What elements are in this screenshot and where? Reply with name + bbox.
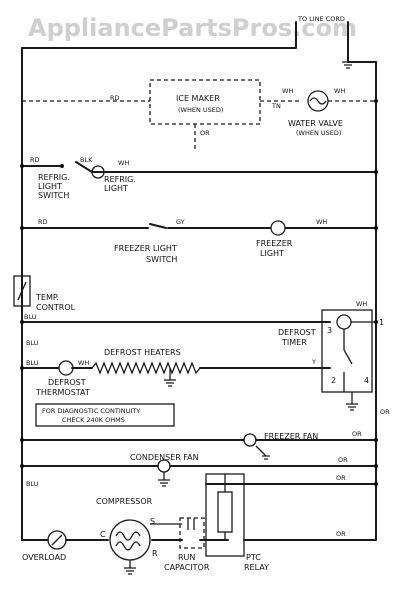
freezer-fan-ground [255, 445, 270, 460]
wire-label-gy: GY [176, 218, 185, 226]
wire-label-wh: WH [282, 87, 293, 95]
compressor-s: S [150, 517, 155, 526]
water-valve-winding [309, 97, 327, 105]
wire-label-or-cond: OR [338, 456, 348, 464]
freezer-light-l2: LIGHT [260, 249, 284, 258]
temp-control-switch [17, 281, 27, 301]
line-cord-label: TO LINE CORD [297, 15, 345, 23]
freezer-light-l1: FREEZER [256, 239, 293, 248]
defrost-timer-motor [336, 314, 352, 330]
defrost-heaters-label: DEFROST HEATERS [104, 348, 181, 357]
refrig-light-row [21, 161, 377, 173]
compressor-icon [109, 519, 151, 561]
freezer-light-row [21, 223, 377, 229]
ptc-relay-element [217, 491, 233, 533]
defrost-timer-l2: TIMER [281, 338, 307, 347]
freezer-fan-label: FREEZER FAN [264, 432, 318, 441]
ptc-relay-l1: PTC [246, 553, 261, 562]
wire-label-blu: BLU [26, 339, 39, 347]
temp-control-l2: CONTROL [36, 303, 76, 312]
defrost-thermostat-l2: THERMOSTAT [35, 388, 90, 397]
wire-label-y: Y [311, 358, 316, 366]
wire-label-blu-3: BLU [26, 359, 39, 367]
diagnostic-note-box [35, 403, 175, 427]
timer-terminal-1: 1 [379, 318, 384, 327]
run-capacitor-icon [150, 518, 195, 530]
refrig-switch-l2: LIGHT [38, 182, 62, 191]
temp-control-l1: TEMP. [35, 293, 59, 302]
freezer-fan-icon [243, 433, 257, 447]
refrig-light-l1: REFRIG. [104, 175, 136, 184]
refrig-light-bulb-icon [91, 165, 105, 179]
note-l2: CHECK 240K OHMS [62, 416, 125, 424]
water-valve-sub: (WHEN USED) [296, 129, 341, 137]
run-capacitor-l2: CAPACITOR [164, 563, 210, 572]
timer-terminal-3: 3 [327, 326, 332, 335]
defrost-timer-box [321, 309, 373, 393]
wire-label-wh-timer: WH [356, 300, 367, 308]
defrost-thermostat-l1: DEFROST [48, 378, 86, 387]
compressor-ground [124, 560, 136, 575]
wire-label-or-ptc: OR [336, 474, 346, 482]
wire-label-blk: BLK [80, 156, 93, 164]
defrost-thermostat-icon [58, 360, 74, 376]
refrig-light-l2: LIGHT [104, 184, 128, 193]
compressor-c: C [100, 530, 106, 539]
wire-label-blu-2: BLU [24, 313, 37, 321]
defrost-timer-contacts [343, 321, 376, 392]
heater-ground-symbol [164, 368, 176, 387]
watermark: AppliancePartsPros.com [28, 14, 357, 42]
compressor-label: COMPRESSOR [96, 497, 153, 506]
wire-label-rd-2: RD [30, 156, 40, 164]
condenser-fan-ground [158, 472, 170, 487]
wire-label-wh-3: WH [316, 218, 327, 226]
wire-label-blu-4: BLU [26, 480, 39, 488]
junction-dots [20, 99, 378, 486]
ptc-relay-l2: RELAY [244, 563, 269, 572]
ice-maker-sub: (WHEN USED) [178, 106, 223, 114]
compressor-row [21, 469, 377, 541]
timer-terminal-4: 4 [364, 376, 369, 385]
wire-label-or-fan: OR [352, 430, 362, 438]
defrost-timer-l1: DEFROST [278, 328, 316, 337]
wire-label-or-rail: OR [380, 408, 390, 416]
condenser-fan-label: CONDENSER FAN [130, 453, 199, 462]
timer-ground-symbol [346, 392, 358, 411]
overload-label: OVERLOAD [22, 553, 66, 562]
wire-label-rd-3: RD [38, 218, 48, 226]
freezer-switch-l1: FREEZER LIGHT [114, 244, 177, 253]
temp-control-box [13, 275, 31, 307]
wire-label-wh-heater: WH [78, 359, 89, 367]
timer-terminal-2: 2 [331, 376, 336, 385]
freezer-light-bulb-icon [270, 220, 286, 236]
wire-label-or-comp: OR [336, 530, 346, 538]
compressor-r: R [152, 549, 158, 558]
wire-label-rd: RD [110, 94, 120, 102]
freezer-switch-l2: SWITCH [146, 255, 177, 264]
refrig-switch-l3: SWITCH [38, 191, 69, 200]
wire-label-wh-2: WH [118, 159, 129, 167]
overload-icon [47, 530, 67, 550]
line-cord-leads [21, 21, 349, 63]
refrig-switch-l1: REFRIG. [38, 173, 70, 182]
water-valve-title: WATER VALVE [288, 119, 343, 128]
note-l1: FOR DIAGNOSTIC CONTINUITY [42, 407, 140, 415]
wire-label-tn: TN [271, 102, 281, 110]
wire-label-or-ice: OR [200, 129, 210, 137]
run-capacitor-box [179, 517, 205, 549]
defrost-heater-element [91, 361, 201, 375]
ice-maker-title: ICE MAKER [176, 94, 220, 103]
run-capacitor-l1: RUN [178, 553, 195, 562]
wire-label-wh-valve: WH [334, 87, 345, 95]
